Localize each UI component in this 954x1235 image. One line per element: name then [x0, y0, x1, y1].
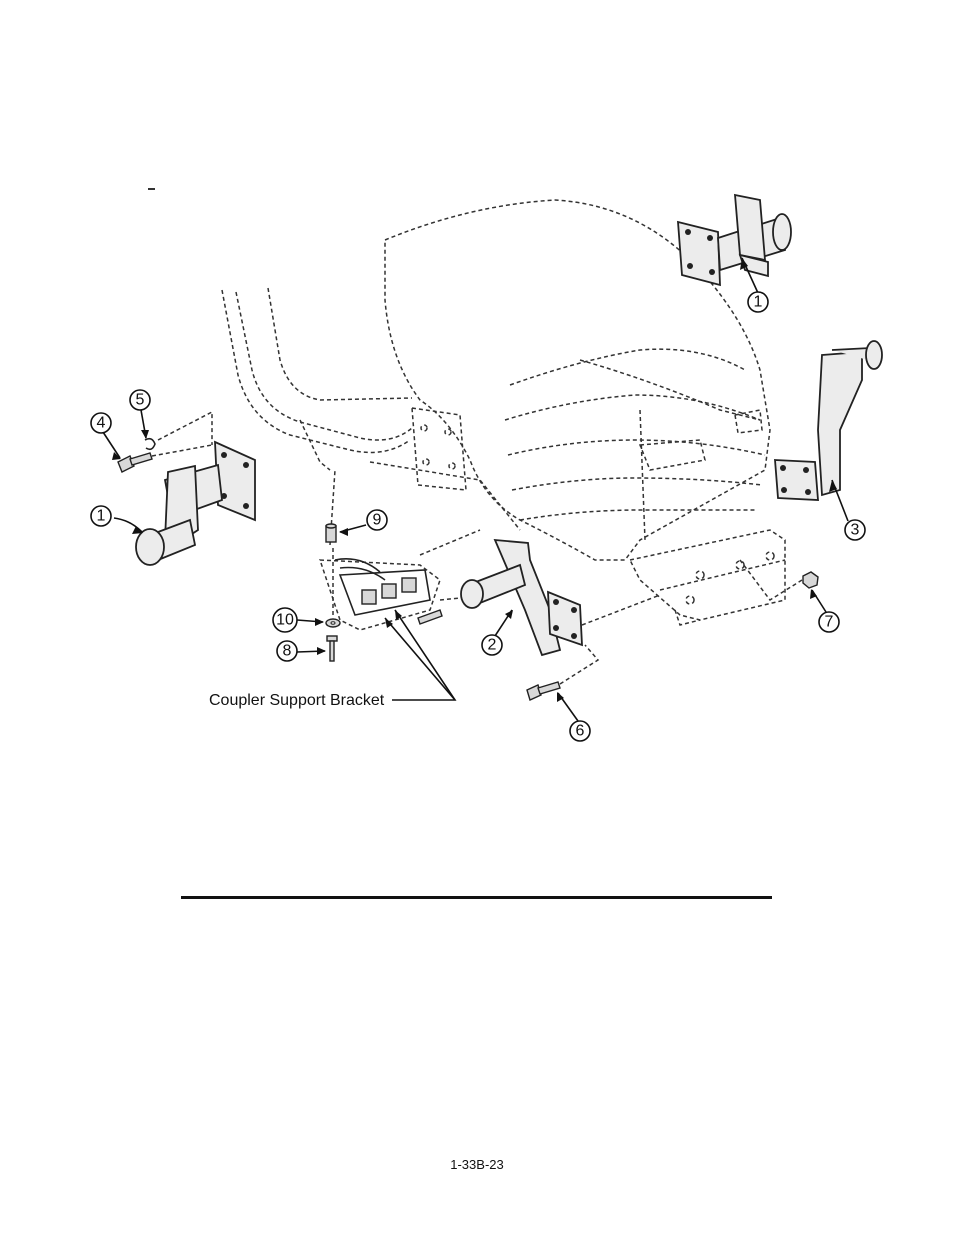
bolt-8 — [327, 636, 337, 661]
bolt-6 — [527, 645, 598, 700]
tractor-frame-outline — [222, 288, 520, 530]
callout-5: 5 — [130, 390, 150, 410]
callout-4-number: 4 — [97, 415, 106, 432]
callout-6-number: 6 — [576, 723, 585, 740]
page-number: 1-33B-23 — [0, 1157, 954, 1172]
callout-2: 2 — [482, 635, 502, 655]
callout-8-number: 8 — [283, 643, 292, 660]
nut-7 — [740, 560, 818, 600]
callout-1-left: 1 — [91, 506, 111, 526]
callout-9-number: 9 — [373, 512, 382, 529]
hitch-pin-bracket-top — [678, 195, 791, 285]
callout-2-number: 2 — [488, 637, 497, 654]
hitch-pin-bracket-left — [136, 442, 255, 565]
callout-5-number: 5 — [136, 392, 145, 409]
callout-3: 3 — [845, 520, 865, 540]
callout-9: 9 — [367, 510, 387, 530]
right-arm-bracket — [775, 341, 882, 500]
callout-6: 6 — [570, 721, 590, 741]
callout-8: 8 — [277, 641, 297, 661]
coupler-support-bracket-label: Coupler Support Bracket — [209, 692, 385, 709]
front-frame-rail — [630, 530, 785, 625]
horizontal-rule — [181, 896, 772, 899]
pin-9 — [326, 524, 336, 542]
callout-3-number: 3 — [851, 522, 860, 539]
bolt-4 — [118, 445, 212, 472]
callout-1-top-number: 1 — [754, 294, 763, 311]
callout-4: 4 — [91, 413, 111, 433]
callout-10-number: 10 — [276, 612, 294, 629]
callout-7: 7 — [819, 612, 839, 632]
clip-5 — [145, 412, 212, 449]
callout-1-top: 1 — [748, 292, 768, 312]
callout-1-left-number: 1 — [97, 508, 106, 525]
callout-7-number: 7 — [825, 614, 834, 631]
callout-10: 10 — [273, 608, 297, 632]
coupler-support-bracket — [320, 470, 480, 630]
